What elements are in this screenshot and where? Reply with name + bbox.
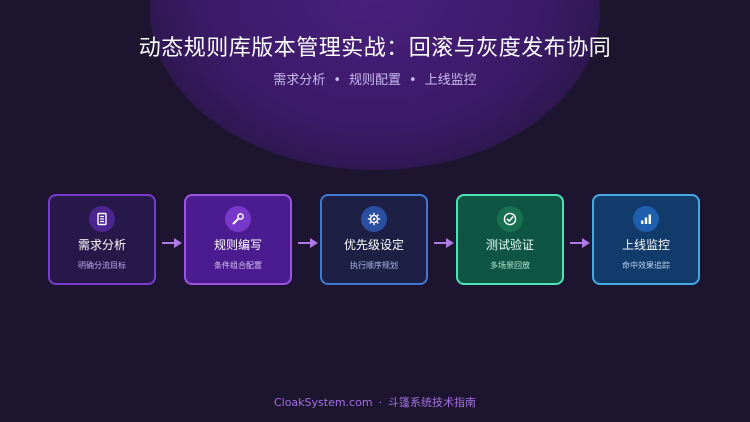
arrow-right-icon [297,234,319,248]
step-card-rule-writing: 规则编写 条件组合配置 [184,194,292,285]
subtitle-item: 规则配置 [348,73,401,88]
step-card-testing: 测试验证 多场景回放 [456,194,564,285]
step-label: 上线监控 [621,238,670,252]
page-title: 动态规则库版本管理实战：回滚与灰度发布协同 [138,36,612,61]
step-label: 测试验证 [485,238,534,252]
subtitle-separator: • [409,73,417,88]
arrow-right-icon [433,234,455,248]
step-description: 多场景回放 [490,261,530,270]
step-label: 需求分析 [77,238,126,252]
subtitle: 需求分析 • 规则配置 • 上线监控 [0,69,750,88]
subtitle-item: 上线监控 [424,73,477,88]
wrench-icon [225,206,251,232]
bar-chart-icon [633,206,659,232]
step-card-priority: 优先级设定 执行顺序规划 [320,194,428,285]
check-circle-icon [497,206,523,232]
footer-site-link[interactable]: CloakSystem.com [273,396,373,409]
footer-separator: · [378,396,383,409]
subtitle-separator: • [333,73,341,88]
step-description: 执行顺序规划 [350,261,398,270]
arrow-right-icon [569,234,591,248]
document-icon [89,206,115,232]
step-description: 明确分流目标 [78,261,126,270]
step-label: 优先级设定 [343,238,404,252]
arrow-right-icon [161,234,183,248]
step-description: 命中效果追踪 [622,261,670,270]
step-card-requirements: 需求分析 明确分流目标 [48,194,156,285]
footer: CloakSystem.com · 斗篷系统技术指南 [0,394,750,410]
gear-icon [361,206,387,232]
subtitle-item: 需求分析 [273,73,326,88]
footer-guide: 斗篷系统技术指南 [388,396,477,409]
step-label: 规则编写 [213,238,262,252]
step-description: 条件组合配置 [214,261,262,270]
step-card-monitoring: 上线监控 命中效果追踪 [592,194,700,285]
